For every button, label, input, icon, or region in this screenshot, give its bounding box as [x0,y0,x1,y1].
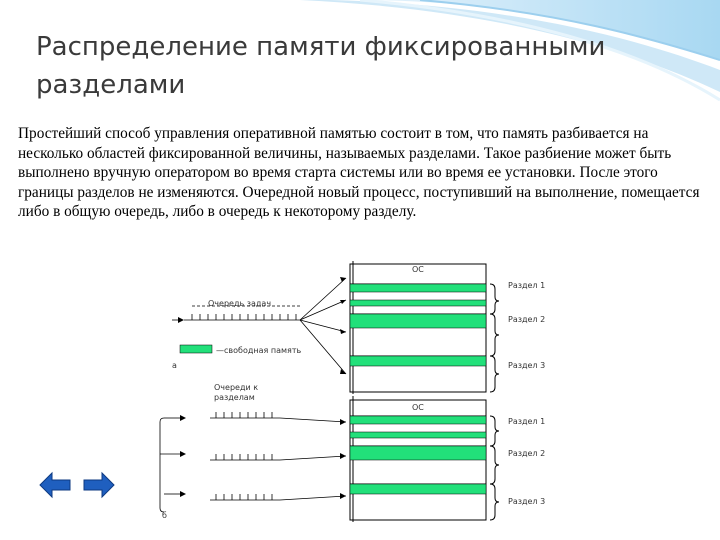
shared-queue [172,278,346,374]
free-memory-legend-swatch [180,345,212,353]
top-queue-label: Очередь задач [208,299,271,308]
bottom-queue-label-line1: Очереди к [214,383,258,392]
arrow-left-icon [38,470,72,500]
panel-a-label: а [172,361,177,370]
panel-b-label: б [162,511,167,520]
bottom-queue-label-line2: разделам [214,393,255,402]
memory-partition-diagram: —свободная память Очередь задач а ОС Раз… [150,256,570,524]
free-memory-legend-label: —свободная память [216,346,301,355]
arrowheads-b [180,415,346,499]
os-label-a: ОС [412,265,424,274]
body-paragraph: Простейший способ управления оперативной… [18,124,704,222]
partition-3-label-b: Раздел 3 [508,497,545,506]
partition-queues [160,412,346,512]
free-memory-strips [350,284,486,494]
partition-2-label-a: Раздел 2 [508,315,545,324]
forward-button[interactable] [82,470,116,500]
arrow-right-icon [82,470,116,500]
slide-title: Распределение памяти фиксированными разд… [36,28,676,104]
partition-3-label-a: Раздел 3 [508,361,545,370]
back-button[interactable] [38,470,72,500]
partition-1-label-b: Раздел 1 [508,417,545,426]
partition-1-label-a: Раздел 1 [508,281,545,290]
os-label-b: ОС [412,403,424,412]
partition-2-label-b: Раздел 2 [508,449,545,458]
